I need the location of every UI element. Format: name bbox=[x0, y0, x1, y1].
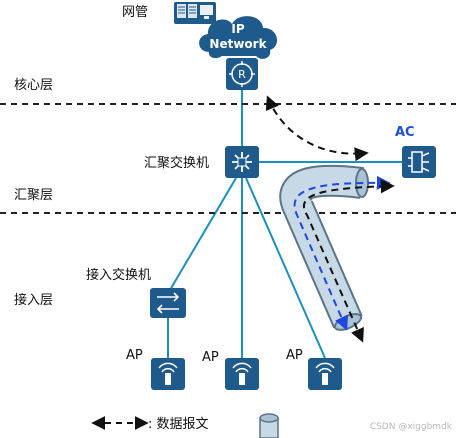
ap-2-label: AP bbox=[202, 350, 219, 365]
tunnel-flow-arrow-blue bbox=[293, 175, 391, 331]
tunnel-pipe-icon bbox=[279, 164, 369, 331]
layer-label-aggregation: 汇聚层 bbox=[14, 188, 53, 203]
router-icon: R bbox=[226, 58, 258, 90]
aggregation-switch-icon bbox=[225, 146, 259, 178]
layer-label-access: 接入层 bbox=[14, 292, 53, 308]
data-flow-arrow-router-ac bbox=[265, 95, 369, 162]
link-agg-ap3 bbox=[245, 177, 326, 359]
layer-label-core: 核心层 bbox=[14, 78, 53, 93]
ap-1-label: AP bbox=[126, 348, 143, 363]
link-agg-access bbox=[169, 177, 237, 291]
aggregation-switch-label: 汇聚交换机 bbox=[144, 155, 209, 171]
cloud-label-ip: IP bbox=[231, 22, 244, 36]
legend-tunnel-icon bbox=[259, 413, 279, 438]
ap-2-icon bbox=[225, 358, 259, 390]
network-management-icon bbox=[174, 2, 216, 24]
tunnel-flow-arrow-black bbox=[302, 179, 395, 343]
access-switch-label: 接入交换机 bbox=[86, 267, 151, 283]
ap-3-label: AP bbox=[286, 348, 303, 363]
links bbox=[167, 90, 402, 359]
router-glyph: R bbox=[238, 68, 246, 81]
network-management-label: 网管 bbox=[122, 5, 148, 20]
ac-label: AC bbox=[395, 125, 415, 140]
access-switch-icon bbox=[150, 288, 186, 318]
legend-data-packet-label: : 数据报文 bbox=[148, 417, 209, 432]
watermark: CSDN @xiggbmdk bbox=[370, 422, 453, 432]
cloud-label-network: Network bbox=[209, 37, 267, 51]
legend: : 数据报文 bbox=[91, 413, 279, 438]
ap-3-icon bbox=[308, 358, 342, 390]
ap-1-icon bbox=[151, 358, 185, 390]
ac-controller-icon bbox=[402, 146, 436, 178]
ip-network-cloud-icon: IP Network bbox=[199, 16, 278, 59]
